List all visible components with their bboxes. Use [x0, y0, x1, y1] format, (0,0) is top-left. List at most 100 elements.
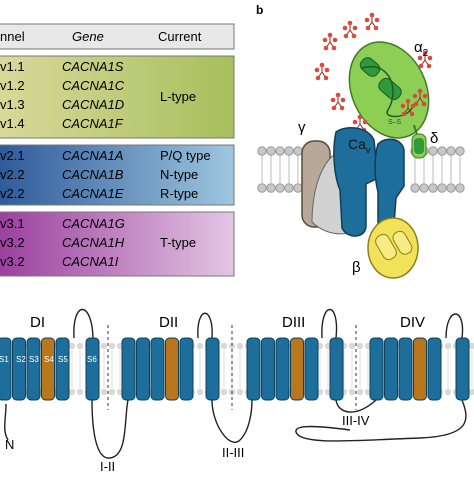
domain-label: DII — [159, 314, 178, 331]
glycan-sugar — [347, 20, 353, 26]
lipid-head — [266, 183, 276, 193]
current-cell: R-type — [160, 186, 198, 201]
glycan-sugar — [373, 25, 379, 31]
glycan-sugar — [352, 25, 358, 31]
glycan-sugar — [417, 88, 423, 94]
glycan-sugar — [364, 17, 370, 23]
tm-segment-s6 — [85, 337, 100, 401]
lipid-head — [196, 342, 204, 350]
gene-cell: CACNA1E — [62, 186, 124, 201]
lipid-head — [68, 388, 76, 396]
beta-helix — [392, 230, 413, 255]
tm-segment — [398, 337, 413, 401]
segment-label: S1 — [0, 355, 9, 364]
glycan-sugar — [322, 37, 328, 43]
lipid-head — [284, 183, 294, 193]
glycan-sugar — [422, 50, 428, 56]
tm-segment — [12, 337, 26, 401]
current-cell: P/Q type — [160, 148, 211, 163]
lipid-head — [468, 388, 474, 396]
glycan-sugar — [352, 119, 358, 125]
linker-label: I-II — [100, 459, 115, 474]
delta-label: δ — [430, 130, 438, 147]
glycan-sugar — [343, 33, 349, 39]
gene-cell: CACNA1H — [62, 235, 125, 250]
lipid-head — [76, 388, 84, 396]
alpha1-topology: DI DII DIII DIV S1 S2 S3 S4 S5 S6 N I-II… — [0, 308, 474, 474]
channel-table: nnel Gene Current v1.1 v1.2 v1.3 v1.4 CA… — [0, 23, 235, 277]
gene-cell: CACNA1F — [62, 116, 124, 131]
channel-cell: v3.2 — [0, 235, 25, 250]
channel-cell: v2.1 — [0, 148, 25, 163]
domain-label: DIII — [282, 314, 305, 331]
tm-segment — [179, 337, 194, 401]
glycan-chains — [314, 12, 433, 133]
tm-segment-s6 — [455, 337, 470, 401]
glycan-sugar — [332, 37, 338, 43]
glycan-sugar — [351, 33, 357, 39]
panel-label-b: b — [256, 3, 263, 17]
tm-segment — [369, 337, 384, 401]
tm-segment — [0, 337, 12, 401]
gene-cell: CACNA1C — [62, 78, 125, 93]
segment-label: S6 — [87, 355, 97, 364]
channel-complex: S–S α2 δ γ Cav β — [257, 12, 465, 279]
disulfide-label: S–S — [388, 119, 402, 126]
glycan-sugar — [426, 63, 432, 69]
tm-segment — [26, 337, 41, 401]
beta-label: β — [352, 259, 361, 276]
cav2-group-box — [0, 144, 235, 206]
segment-label: S4 — [44, 355, 54, 364]
segment-label: S2 — [16, 355, 26, 364]
tm-segment — [121, 337, 136, 401]
glycan-sugar — [417, 55, 423, 61]
n-terminus-label: N — [5, 437, 14, 452]
segment-label: S5 — [58, 355, 68, 364]
lipid-head — [76, 342, 84, 350]
header-current: Current — [158, 29, 202, 44]
glycan-sugar — [405, 98, 411, 104]
lipid-head — [348, 388, 356, 396]
glycan-sugar — [409, 111, 415, 117]
lipid-head — [275, 183, 285, 193]
voltage-sensor-s4 — [41, 337, 55, 401]
table-header — [0, 23, 235, 50]
lipid-head — [257, 146, 267, 156]
tm-segment — [261, 337, 275, 401]
channel-cell: v1.3 — [0, 97, 25, 112]
lipid-head — [455, 183, 465, 193]
glycan-sugar — [323, 75, 329, 81]
channel-cell: v3.2 — [0, 254, 25, 269]
glycan-sugar — [401, 111, 407, 117]
glycan-sugar — [319, 62, 325, 68]
glycan-sugar — [335, 92, 341, 98]
lipid-head — [284, 146, 294, 156]
header-gene: Gene — [72, 29, 104, 44]
ltype-group-box — [0, 55, 235, 139]
cav-alpha1-left — [333, 127, 379, 237]
lipid-head — [410, 183, 420, 193]
channel-cell: v1.2 — [0, 78, 25, 93]
tm-segment — [384, 337, 398, 401]
gene-cell: CACNA1D — [62, 97, 124, 112]
glycan-sugar — [422, 93, 428, 99]
lipid-head — [236, 388, 244, 396]
alpha2-label: α2 — [414, 39, 429, 59]
tm-segment-s6 — [205, 337, 220, 401]
lipid-head — [236, 342, 244, 350]
glycan-sugar — [331, 105, 337, 111]
cav-label: Cav — [348, 136, 371, 155]
glycan-sugar — [413, 101, 419, 107]
domain-label: DI — [30, 314, 45, 331]
glycan-sugar — [327, 32, 333, 38]
lipid-head — [428, 183, 438, 193]
glycan-sugar — [340, 97, 346, 103]
voltage-sensor-s4 — [165, 337, 179, 401]
lipid-head — [428, 146, 438, 156]
lipid-head — [100, 388, 108, 396]
channel-cell: v1.4 — [0, 116, 25, 131]
header-channel: nnel — [0, 29, 25, 44]
lipid-head — [108, 342, 116, 350]
voltage-sensor-s4 — [290, 337, 304, 401]
